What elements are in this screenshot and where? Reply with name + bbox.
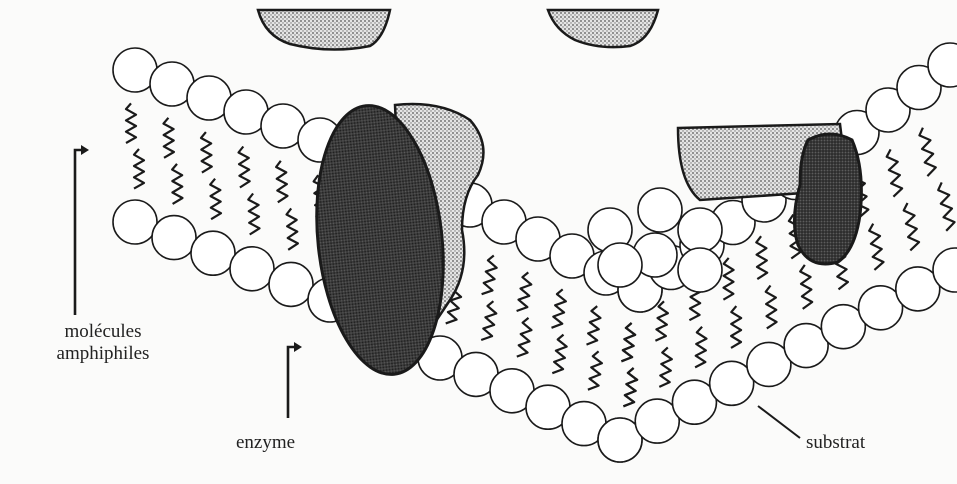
label-enzyme: enzyme (236, 432, 295, 454)
lipid-tail (695, 327, 706, 368)
lipid-head-bead (191, 231, 235, 275)
lipid-tail (621, 323, 635, 361)
lipid-tail (201, 132, 212, 173)
lipid-tail (517, 318, 532, 357)
lipid-tail (623, 368, 637, 406)
lipid-head-bead (678, 248, 722, 292)
lipid-tail (482, 256, 497, 295)
lipid-tail (919, 128, 935, 176)
arrow-to-amphiphilic-molecules-head (81, 145, 89, 155)
lipid-tail (276, 161, 287, 203)
lipid-tail (239, 147, 250, 188)
lipid-tail (164, 118, 174, 158)
arrow-to-enzyme-stem (288, 347, 297, 418)
lipid-tail (552, 289, 566, 328)
lipid-tail (517, 272, 532, 311)
protein-top-left (258, 10, 390, 50)
substrate-leader-line (758, 406, 800, 438)
protein-top-right (548, 10, 658, 47)
lipid-tail (766, 286, 777, 329)
lipid-tail (552, 335, 566, 374)
lipid-tail (210, 179, 221, 220)
lipid-head-bead (152, 216, 196, 260)
lipid-tail (938, 182, 954, 230)
lipid-tail (655, 301, 668, 341)
lipid-head-bead (269, 262, 313, 306)
lipid-tail (887, 149, 902, 196)
lipid-head-bead (678, 208, 722, 252)
label-line-1: molécules (28, 321, 178, 343)
lipid-tail (731, 306, 741, 348)
lipid-head-bead (598, 243, 642, 287)
lipid-tail (134, 149, 144, 189)
lipid-tail (126, 103, 136, 143)
lipid-tail (904, 203, 919, 250)
lipid-tail (723, 258, 733, 300)
lipid-tail (756, 236, 767, 279)
lipid-tail (587, 306, 601, 345)
label-amphiphilic-molecules: molécules amphiphiles (28, 321, 178, 365)
lipid-tail (172, 164, 182, 204)
arrow-to-enzyme-head (294, 342, 302, 352)
lipid-tail (659, 347, 672, 387)
lipid-head-bead (113, 200, 157, 244)
arrow-to-amphiphilic-molecules-stem (75, 150, 84, 315)
lipid-tail (800, 265, 812, 309)
label-line-2: amphiphiles (28, 343, 178, 365)
lipid-tail (248, 194, 259, 235)
lipid-head-bead (638, 188, 682, 232)
lipid-tail (869, 224, 883, 270)
lipid-head-bead (230, 247, 274, 291)
lipid-tail (287, 208, 298, 249)
lipid-tail (481, 301, 496, 340)
lipid-tail (588, 351, 602, 389)
enzyme-right (794, 134, 861, 264)
label-substrate: substrat (806, 432, 865, 454)
